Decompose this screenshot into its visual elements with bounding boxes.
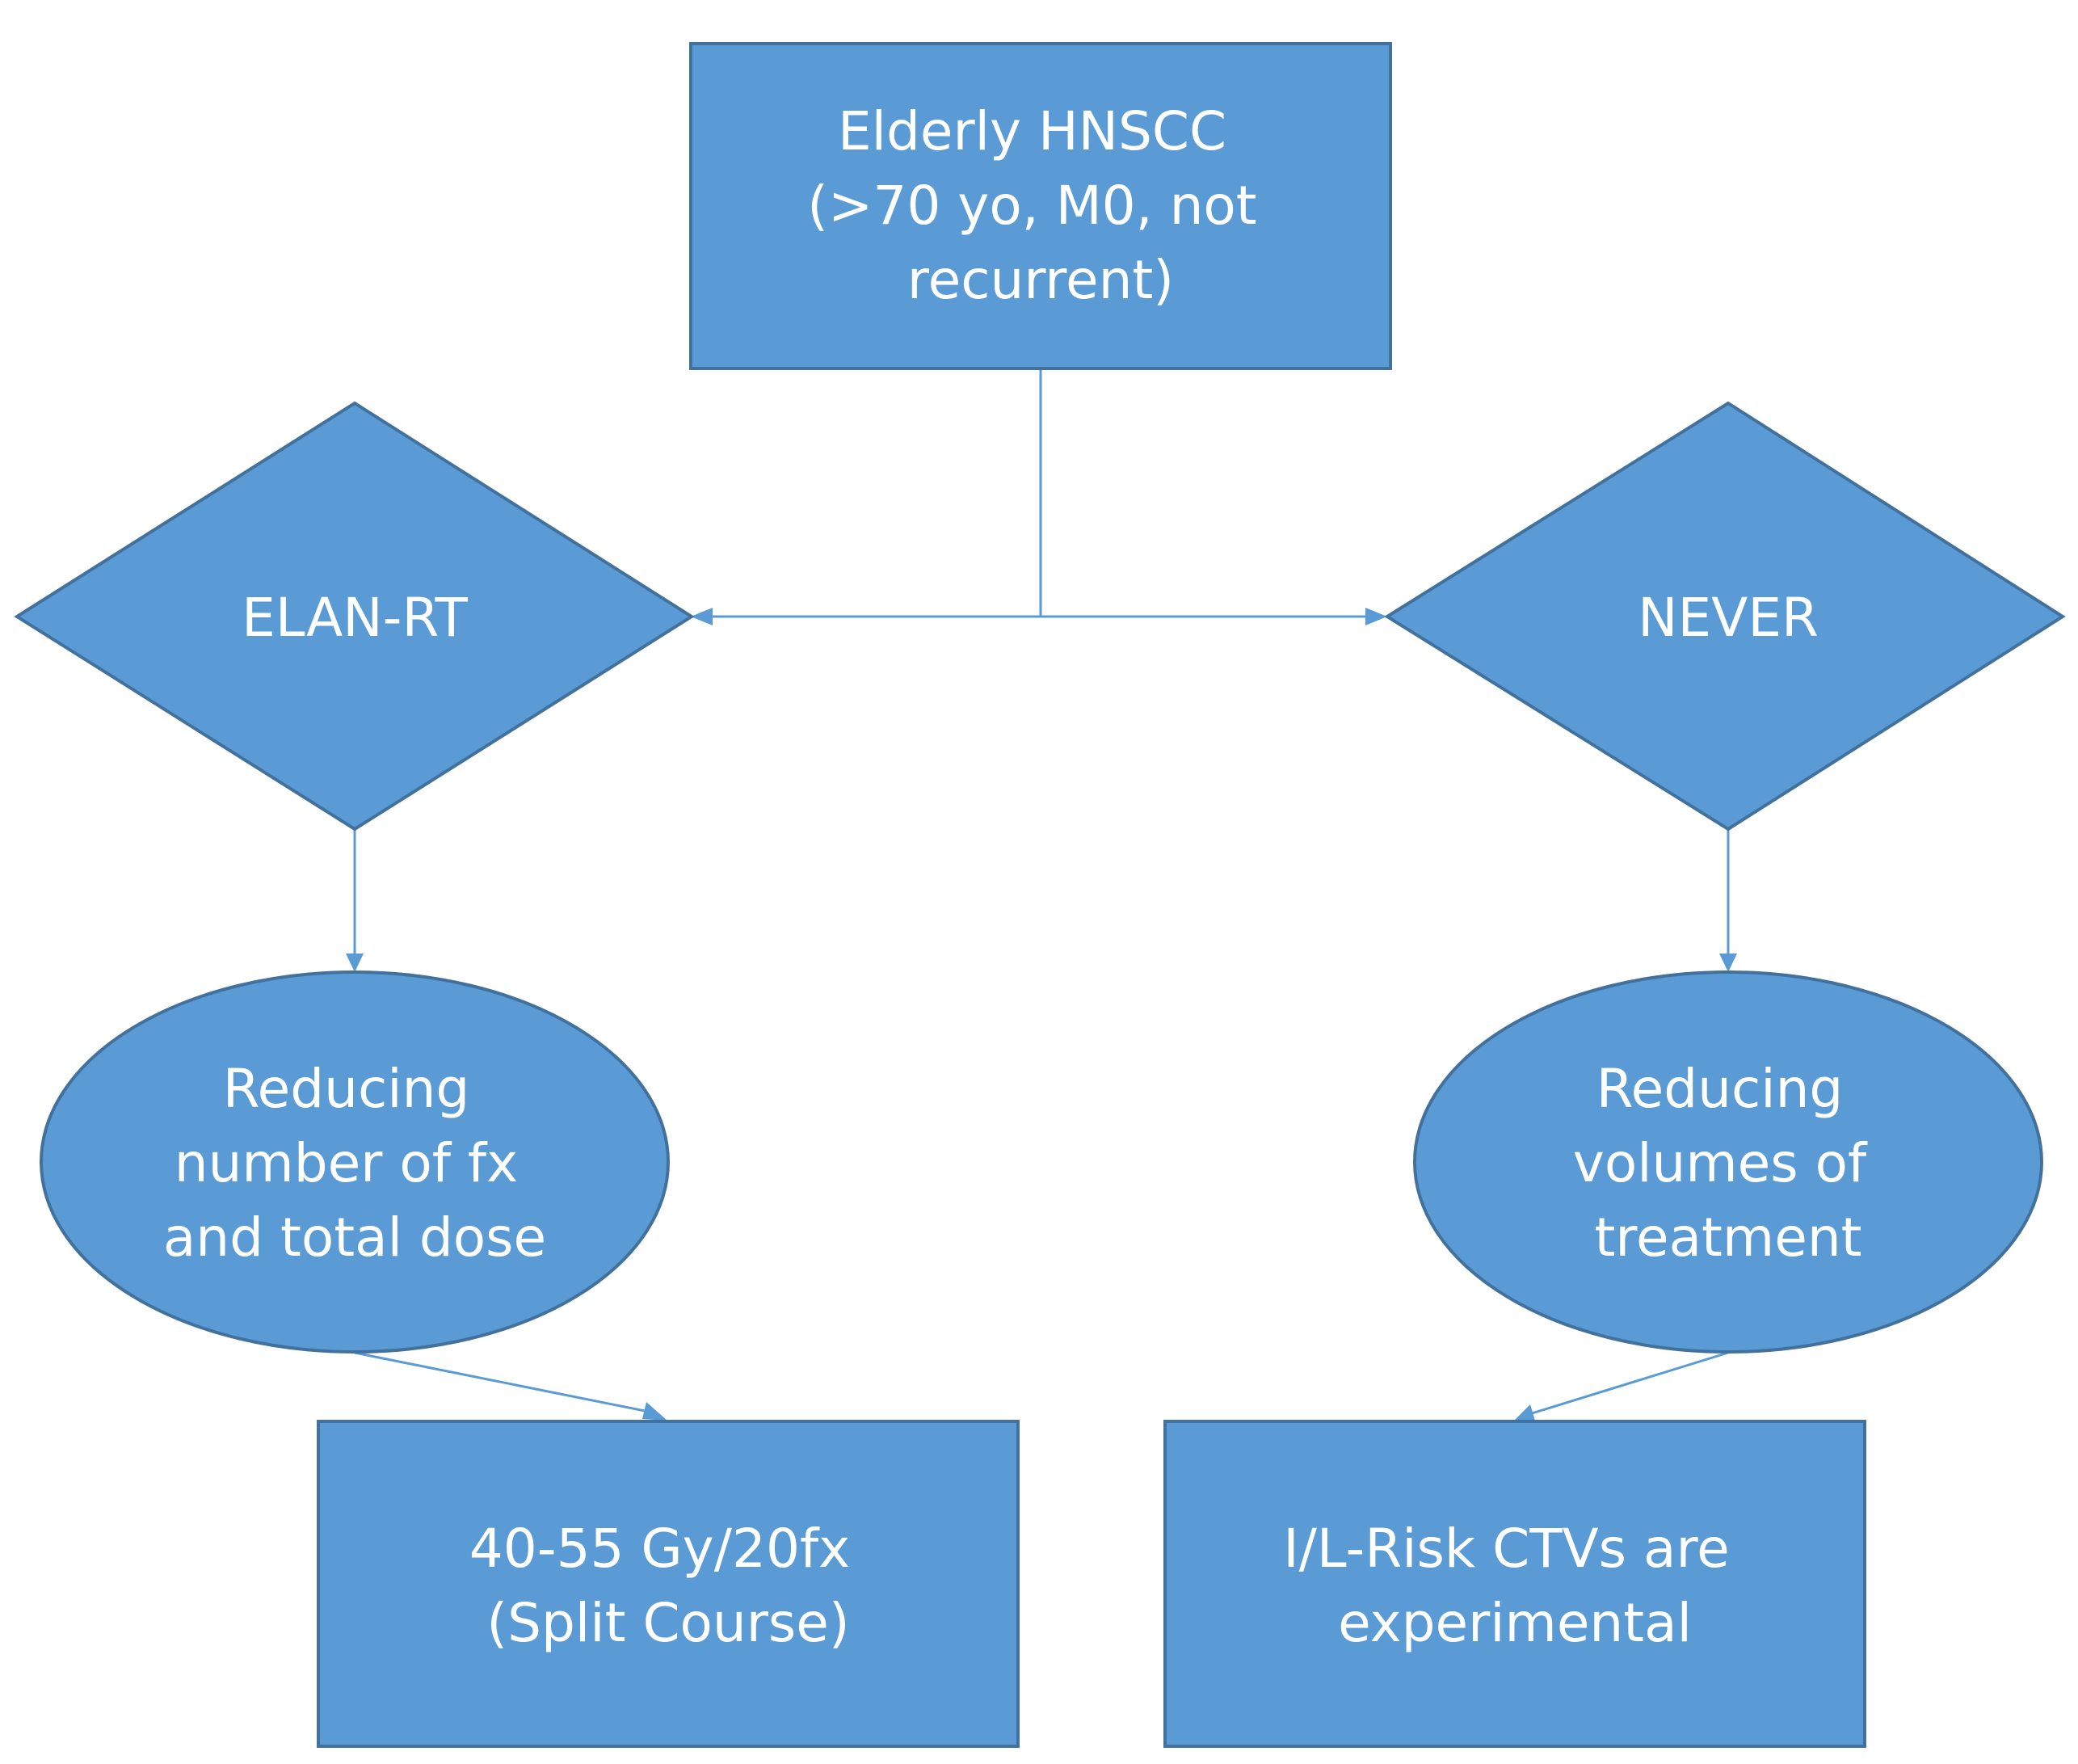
- left-approach-node: Reducing number of fx and total dose: [40, 970, 670, 1354]
- right-result-label-line-1: I/L-Risk CTVs are: [1283, 1518, 1730, 1580]
- right-decision-diamond: [1384, 401, 2066, 831]
- left-approach-label-line-2: number of fx: [175, 1132, 518, 1194]
- right-result-label-line-2: experimental: [1338, 1592, 1692, 1654]
- left-decision-node: ELAN-RT: [14, 401, 695, 831]
- left-approach-label: Reducing number of fx and total dose: [163, 1058, 546, 1269]
- right-result-node: I/L-Risk CTVs are experimental: [1163, 1420, 1866, 1748]
- root-label-line-2: (>70 yo, M0, not: [807, 175, 1256, 237]
- arrowhead-right-result: [1514, 1404, 1535, 1421]
- left-approach-ellipse: [40, 970, 670, 1354]
- right-decision-node: NEVER: [1384, 401, 2066, 831]
- connector-right-approach-to-result: [1529, 1351, 1729, 1416]
- arrowhead-right-approach: [1719, 954, 1737, 972]
- right-result-label: I/L-Risk CTVs are experimental: [1283, 1518, 1747, 1654]
- right-approach-ellipse: [1413, 970, 2043, 1354]
- arrowhead-left-result: [642, 1402, 667, 1421]
- arrowhead-left-decision: [691, 608, 713, 625]
- right-result-box: [1163, 1420, 1866, 1748]
- arrowhead-left-approach: [346, 954, 364, 972]
- left-result-label-line-2: (Split Course): [486, 1592, 849, 1654]
- left-result-label: 40-55 Gy/20fx (Split Course): [469, 1518, 867, 1654]
- right-approach-label-line-3: treatment: [1594, 1206, 1861, 1269]
- right-approach-node: Reducing volumes of treatment: [1413, 970, 2043, 1354]
- root-label-line-1: Elderly HNSCC: [838, 100, 1226, 162]
- arrowhead-right-decision: [1365, 608, 1387, 625]
- left-decision-label: ELAN-RT: [242, 587, 468, 649]
- root-box: [689, 42, 1392, 370]
- left-decision-label-line-1: ELAN-RT: [242, 587, 468, 649]
- left-decision-diamond: [14, 401, 695, 831]
- left-result-label-line-1: 40-55 Gy/20fx: [469, 1518, 850, 1580]
- root-label: Elderly HNSCC (>70 yo, M0, not recurrent…: [807, 100, 1273, 311]
- left-approach-label-line-3: and total dose: [163, 1206, 546, 1269]
- connectors: [346, 368, 1737, 1421]
- connector-left-approach-to-result: [354, 1351, 654, 1414]
- right-decision-label-line-1: NEVER: [1638, 587, 1819, 649]
- left-result-box: [317, 1420, 1020, 1748]
- left-result-node: 40-55 Gy/20fx (Split Course): [317, 1420, 1020, 1748]
- right-approach-label: Reducing volumes of treatment: [1573, 1058, 1883, 1269]
- right-decision-label: NEVER: [1638, 587, 1819, 649]
- right-approach-label-line-2: volumes of: [1573, 1132, 1868, 1194]
- left-approach-label-line-1: Reducing: [223, 1058, 470, 1120]
- root-label-line-3: recurrent): [907, 249, 1174, 311]
- root-node: Elderly HNSCC (>70 yo, M0, not recurrent…: [689, 42, 1392, 370]
- right-approach-label-line-1: Reducing: [1596, 1058, 1844, 1120]
